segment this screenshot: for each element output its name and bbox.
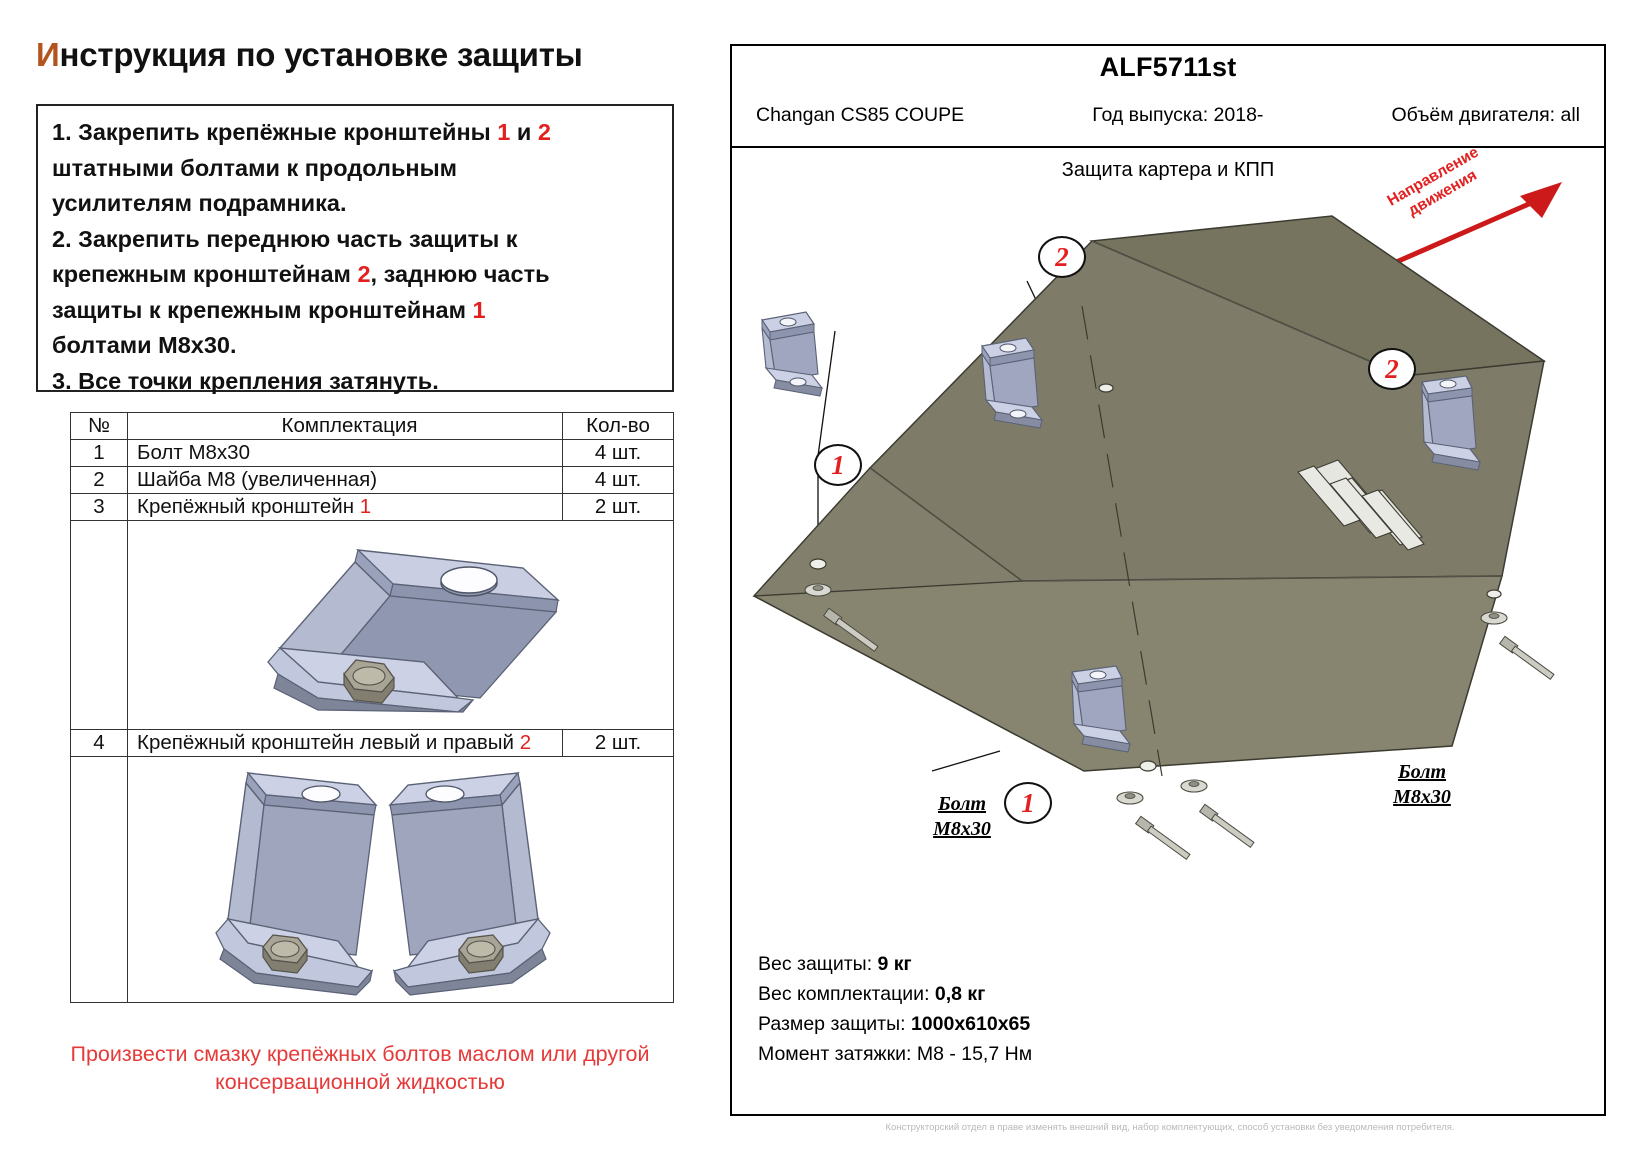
fastener-right [1480,611,1555,680]
bracket-top [980,337,1044,429]
title-rest: нструкция по установке защиты [59,36,583,73]
row1-no: 1 [70,439,128,467]
table-image-row [70,520,674,730]
col-header-name: Комплектация [127,412,563,440]
accent-2b: 2 [357,261,371,287]
fastener-center-b [1180,779,1255,848]
instruction-line-5: крепежным кронштейнам 2, заднюю часть [52,261,550,287]
bracket-1-illustration [127,520,674,730]
accent-1: 1 [497,119,511,145]
row4-no: 4 [70,729,128,757]
table-row: 2 Шайба M8 (увеличенная) 4 шт. [70,466,674,494]
product-meta-row: Changan CS85 COUPE Год выпуска: 2018- Об… [732,104,1604,127]
row3-name: Крепёжный кронштейн 1 [127,493,563,521]
spec-torque: Момент затяжки: M8 - 15,7 Нм [758,1043,1033,1065]
bolt-label-right-line1: Болт [1397,761,1447,783]
callout-1-left: 1 [814,444,862,486]
bolt-label-right: Болт M8x30 [1352,760,1492,810]
instruction-line-8: 3. Все точки крепления затянуть. [52,367,439,394]
row2-name: Шайба M8 (увеличенная) [127,466,563,494]
spec-size: Размер защиты: 1000x610x65 [758,1013,1031,1035]
bracket-center [1071,665,1132,753]
fastener-left [804,583,879,652]
product-subtitle: Защита картера и КПП [1061,159,1275,181]
accent-2: 2 [537,119,551,145]
accent-1b: 1 [472,296,486,323]
instruction-line-7: болтами M8x30. [52,332,237,358]
instruction-line-1: 1. Закрепить крепёжные кронштейны 1 и 2 [52,119,551,145]
callout-1-bottom: 1 [1004,782,1052,824]
col-header-no: № [70,412,128,440]
bracket-left [760,311,824,397]
bolt-label-left-line2: M8x30 [933,818,991,840]
spec-kit-weight: Вес комплектации: 0,8 кг [758,983,986,1005]
disclaimer-text: Конструкторский отдел в праве изменять в… [885,1122,1455,1133]
callout-2-right: 2 [1368,348,1416,390]
instructions-box: 1. Закрепить крепёжные кронштейны 1 и 2 … [36,104,674,394]
direction-indicator: Направление движения [1370,144,1580,276]
specifications: Вес защиты: 9 кг Вес комплектации: 0,8 к… [758,949,1032,1069]
bolt-label-right-line2: M8x30 [1393,786,1451,808]
callout-2-top: 2 [1038,236,1086,278]
note-line-1: Произвести смазку крепёжных болтов масло… [70,1042,650,1066]
row1-name: Болт M8x30 [127,439,563,467]
instructions-text: 1. Закрепить крепёжные кронштейны 1 и 2 … [38,106,672,399]
bracket-2-svg [215,771,551,996]
row3-no: 3 [70,493,128,521]
instruction-line-2: штатными болтами к продольным [52,154,458,181]
table-header-row: № Комплектация Кол-во [70,412,674,440]
instruction-line-4: 2. Закрепить переднюю часть защиты к [52,225,518,252]
instruction-line-3: усилителям подрамника. [52,190,347,216]
fastener-center-a [1116,791,1191,860]
table-row: 4 Крепёжный кронштейн левый и правый 2 2… [70,729,674,757]
col-header-qty: Кол-во [562,412,674,440]
parts-table: № Комплектация Кол-во 1 Болт M8x30 4 шт.… [70,412,674,1003]
spec-weight: Вес защиты: 9 кг [758,953,912,975]
table-row: 1 Болт M8x30 4 шт. [70,439,674,467]
table-image-row [70,756,674,1003]
header-divider [732,146,1604,149]
row4-accent: 2 [519,731,532,754]
direction-arrow-icon [1376,182,1562,273]
left-column: Инструкция по установке защиты 1. Закреп… [0,0,710,1168]
row2-no: 2 [70,466,128,494]
instruction-line-6: защиты к крепежным кронштейнам 1 [52,296,486,323]
bolt-label-left: Болт M8x30 [892,792,1032,842]
row4-qty: 2 шт. [562,729,674,757]
lubrication-note: Произвести смазку крепёжных болтов масло… [30,1040,690,1096]
bolt-label-left-line1: Болт [937,793,987,815]
page-title: Инструкция по установке защиты [36,36,676,74]
title-first-letter: И [36,36,60,73]
row4-name: Крепёжный кронштейн левый и правый 2 [127,729,563,757]
row3-accent: 1 [359,495,372,518]
bracket-right [1421,375,1482,471]
bracket-1-svg [267,548,561,713]
bracket-2-illustration [127,756,674,1003]
row1-qty: 4 шт. [562,439,674,467]
row2-qty: 4 шт. [562,466,674,494]
row3-qty: 2 шт. [562,493,674,521]
production-year: Год выпуска: 2018- [1092,104,1264,126]
assembly-diagram [752,215,1555,860]
engine-volume: Объём двигателя: all [1391,104,1580,126]
product-panel: ALF5711st Changan CS85 COUPE Год выпуска… [730,44,1606,1116]
vehicle-model: Changan CS85 COUPE [756,104,965,126]
note-line-2: консервационной жидкостью [215,1070,505,1094]
table-row: 3 Крепёжный кронштейн 1 2 шт. [70,493,674,521]
product-code: ALF5711st [1099,52,1237,82]
